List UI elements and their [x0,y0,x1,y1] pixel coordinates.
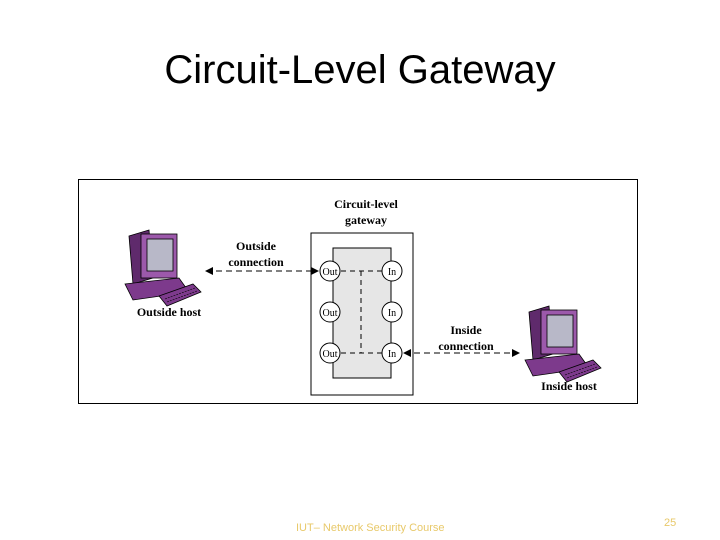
port-in-3 [381,342,403,364]
computer-icon [124,229,202,307]
diagram-frame: Circuit-level gateway Out In Out In Out … [78,179,638,404]
port-out-1-label: Out [323,267,338,278]
port-in-1 [381,260,403,282]
gateway-label-line1: Circuit-level [334,197,398,211]
port-in-3-label: In [388,349,396,360]
outside-connection-line1: Outside [236,239,277,253]
port-out-2-label: Out [323,308,338,319]
port-in-2-label: In [388,308,396,319]
slide-title: Circuit-Level Gateway [164,48,556,92]
page-number: 25 [664,517,677,529]
inside-host-label: Inside host [541,379,597,393]
port-out-3 [319,342,341,364]
outside-connection-line2: connection [228,255,284,269]
port-out-1 [319,260,341,282]
gateway-label-line2: gateway [345,213,387,227]
gateway-inner-box [332,247,392,379]
outside-host-label: Outside host [137,305,201,319]
computer-icon [524,305,602,383]
circuit-gateway-diagram: Circuit-level gateway Out In Out In Out … [124,197,602,396]
footer-course-text: IUT– Network Security Course [296,522,445,534]
port-out-2 [319,301,341,323]
inside-connection-line2: connection [438,339,494,353]
port-out-3-label: Out [323,349,338,360]
port-in-2 [381,301,403,323]
port-in-1-label: In [388,267,396,278]
inside-connection-line1: Inside [450,323,482,337]
